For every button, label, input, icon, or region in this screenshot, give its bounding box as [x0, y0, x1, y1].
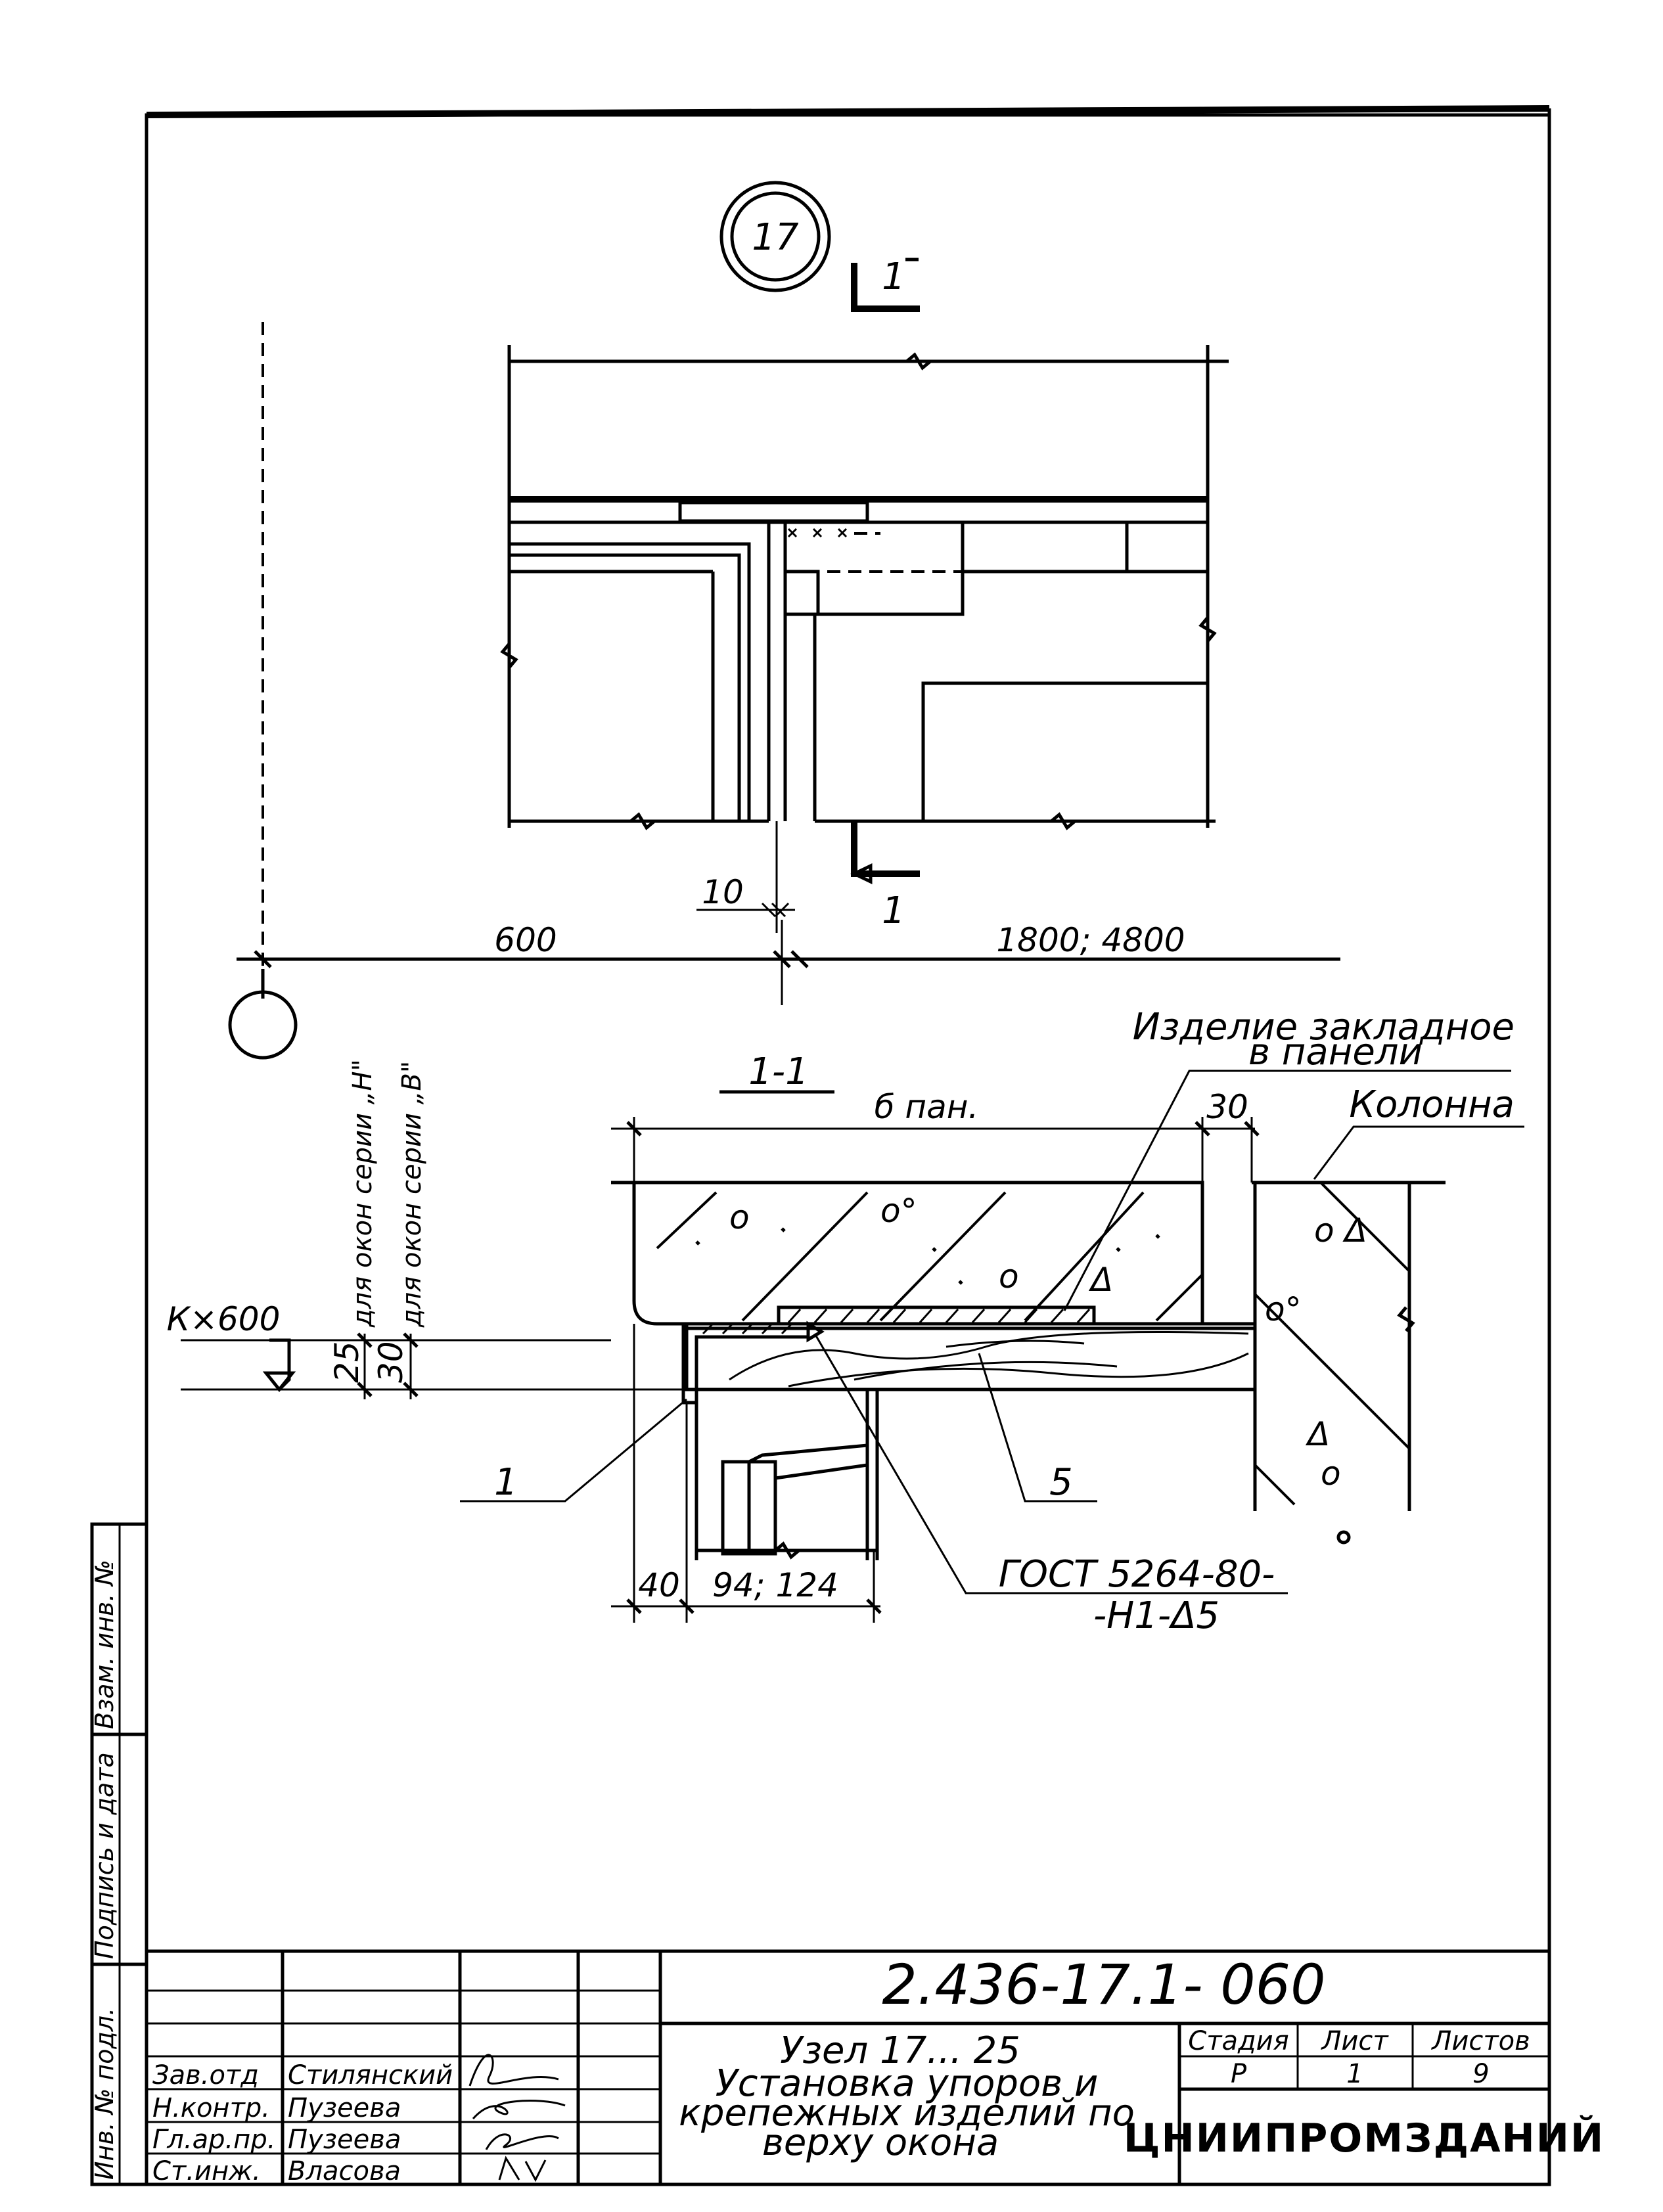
label-gost-2: -Н1-Δ5: [1093, 1594, 1219, 1637]
role-1: Зав.отд: [152, 2060, 259, 2090]
label-embedded-2: в панели: [1248, 1031, 1423, 1073]
label-gost-1: ГОСТ 5264-80-: [999, 1553, 1275, 1596]
side-stamp-inv: Инв. № подл.: [90, 2008, 119, 2180]
svg-text:o°: o°: [880, 1192, 917, 1230]
sheet-header: Лист: [1320, 2026, 1389, 2056]
section-marker-bottom: 1: [882, 890, 905, 932]
label-embedded-1: Изделие закладное: [1133, 1006, 1515, 1049]
svg-text:Δ: Δ: [1305, 1415, 1330, 1453]
section-title: 1-1: [748, 1050, 808, 1093]
callout-5: 5: [1049, 1461, 1073, 1504]
signature-1: [468, 2054, 559, 2087]
drawing-title-1: Узел 17... 25: [780, 2029, 1020, 2072]
name-1: Стилянский: [288, 2060, 453, 2090]
dim-left-span: 600: [494, 921, 557, 959]
sheets-header: Листов: [1430, 2026, 1530, 2056]
label-series-h: для окон серии „Н": [348, 1059, 378, 1328]
signature-2: [472, 2100, 566, 2119]
svg-text:o Δ: o Δ: [1314, 1211, 1367, 1250]
grid-axis-bubble: [228, 990, 298, 1060]
name-4: Власова: [288, 2156, 401, 2186]
svg-text:o: o: [1321, 1455, 1341, 1493]
side-stamp: Инв. № подл. Подпись и дата Взам. инв. №: [90, 1522, 148, 2186]
title-block: 2.436-17.1- 060 Узел 17... 25 Установка …: [147, 1949, 1605, 2186]
svg-text:o: o: [999, 1257, 1019, 1296]
callout-1: 1: [494, 1461, 518, 1504]
label-column: Колонна: [1349, 1083, 1515, 1126]
stage-value: Р: [1231, 2059, 1247, 2089]
dim-panel-width: б пан.: [875, 1088, 979, 1126]
drawing-title-4: верху окона: [762, 2121, 999, 2164]
stage-header: Стадия: [1188, 2026, 1288, 2056]
svg-text:o°: o°: [1265, 1290, 1302, 1328]
sheet-value: 1: [1346, 2059, 1363, 2089]
label-series-b: для окон серии „В": [397, 1061, 427, 1328]
role-4: Ст.инж.: [152, 2156, 261, 2186]
dim-level: К×600: [167, 1300, 281, 1338]
role-3: Гл.ар.пр.: [152, 2125, 275, 2155]
signature-3: [485, 2133, 559, 2150]
sheets-value: 9: [1472, 2059, 1489, 2089]
name-3: Пузеева: [288, 2125, 401, 2155]
role-2: Н.контр.: [152, 2093, 270, 2123]
section-marker-top: 1: [882, 256, 905, 298]
dim-frame: 94; 124: [712, 1566, 838, 1604]
side-stamp-replace: Взам. инв. №: [90, 1560, 119, 1729]
signature-4: [498, 2156, 547, 2182]
dim-depth-h: 25: [328, 1341, 366, 1383]
drawing-title-2: Установка упоров и: [716, 2062, 1099, 2105]
drawing-code: 2.436-17.1- 060: [882, 1952, 1325, 2017]
drawing-title-3: крепежных изделий по: [679, 2092, 1135, 2134]
dim-depth-b: 30: [372, 1341, 410, 1383]
svg-text:Δ: Δ: [1088, 1261, 1113, 1299]
organization-name: ЦНИИПРОМЗДАНИЙ: [1124, 2114, 1605, 2161]
dim-gap: 10: [702, 873, 744, 911]
name-2: Пузеева: [288, 2093, 401, 2123]
dim-column-gap: 30: [1206, 1088, 1248, 1126]
frame-top-edge: [146, 105, 1550, 118]
side-stamp-sign: Подпись и дата: [90, 1752, 119, 1959]
dim-left-offset: 40: [638, 1566, 680, 1604]
plan-view: 1 1 10 600 1800; 4800: [228, 256, 1340, 1060]
section-1-1: 1-1 б пан. 30 o o° o Δ o Δ o° Δ o: [167, 1006, 1524, 1637]
svg-text:17: 17: [752, 216, 799, 259]
svg-text:o: o: [729, 1198, 750, 1236]
node-marker: 17: [719, 181, 831, 292]
dim-right-span: 1800; 4800: [996, 921, 1185, 959]
